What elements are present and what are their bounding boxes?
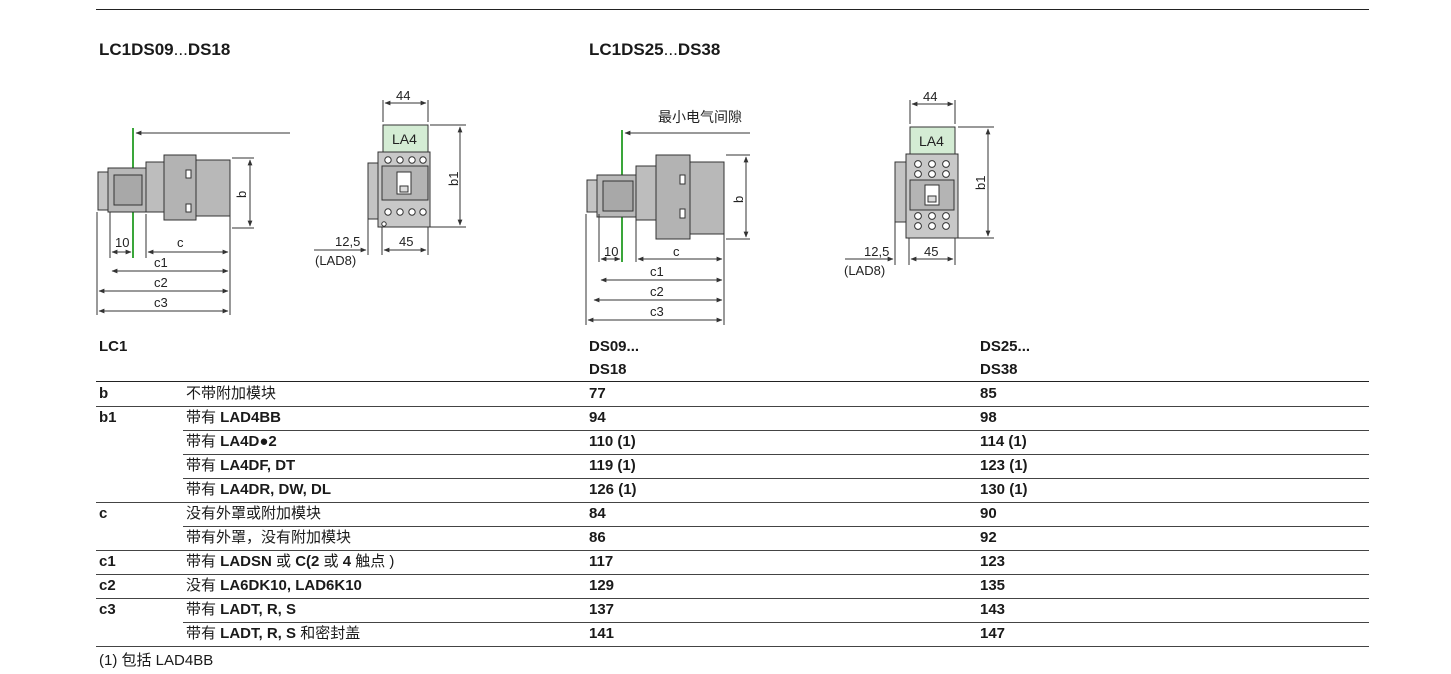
row-description: 带有外罩，没有附加模块 <box>186 529 352 546</box>
row-key: b1 <box>99 409 117 426</box>
dim-c3-label: c3 <box>154 295 168 310</box>
row-value-ds09-ds18: 129 <box>589 577 615 594</box>
row-description: 带有 LADSN 或 C(2 或 4 触点 ) <box>186 553 395 570</box>
row-value-ds09-ds18: 117 <box>589 553 614 570</box>
row-value-ds25-ds38: 85 <box>980 385 997 402</box>
row-value-ds09-ds18: 141 <box>589 625 615 642</box>
row-value-ds09-ds18: 110 (1) <box>589 433 636 450</box>
dim-b1-label: b1 <box>446 172 461 186</box>
row-value-ds09-ds18: 86 <box>589 529 606 546</box>
row-description: 带有 LA4D●2 <box>186 433 277 450</box>
la4-label: LA4 <box>392 131 417 147</box>
dim-c1-label: c1 <box>154 255 168 270</box>
section-title-ds09-ds18: LC1DS09...DS18 <box>99 40 231 59</box>
table-header-model: LC1 <box>99 338 128 355</box>
row-value-ds25-ds38: 123 <box>980 553 1006 570</box>
row-value-ds25-ds38: 90 <box>980 505 997 522</box>
row-key: c2 <box>99 577 116 594</box>
row-key: c1 <box>99 553 116 570</box>
table-header-col1-bottom: DS18 <box>589 361 627 378</box>
row-value-ds09-ds18: 84 <box>589 505 606 522</box>
dim-10-label: 10 <box>115 235 129 250</box>
top-rule <box>96 9 1369 10</box>
row-divider <box>183 478 1369 479</box>
dim-44-label: 44 <box>396 88 410 103</box>
row-value-ds25-ds38: 143 <box>980 601 1006 618</box>
row-description: 带有 LA4DR, DW, DL <box>186 481 332 498</box>
row-divider <box>183 430 1369 431</box>
side-view-ds09 <box>96 128 290 315</box>
front-view-ds09 <box>314 100 466 255</box>
table-header-col1-top: DS09... <box>589 338 640 355</box>
dim-45-label: 45 <box>399 234 413 249</box>
row-description: 带有 LAD4BB <box>186 409 282 426</box>
dim-10-label-2: 10 <box>604 244 618 259</box>
dim-c1-label-2: c1 <box>650 264 664 279</box>
row-value-ds09-ds18: 137 <box>589 601 615 618</box>
row-key: c <box>99 505 108 522</box>
row-value-ds09-ds18: 119 (1) <box>589 457 636 474</box>
dim-b1-label-2: b1 <box>973 176 988 190</box>
front-view-ds25 <box>845 100 994 265</box>
row-divider <box>96 502 1369 503</box>
table-header-col2-top: DS25... <box>980 338 1031 355</box>
row-description: 没有 LA6DK10, LAD6K10 <box>186 577 362 594</box>
lad8-label-2: (LAD8) <box>844 263 885 278</box>
row-value-ds25-ds38: 114 (1) <box>980 433 1027 450</box>
row-description: 不带附加模块 <box>186 385 277 402</box>
row-divider <box>96 646 1369 647</box>
row-key: b <box>99 385 109 402</box>
dim-c2-label-2: c2 <box>650 284 664 299</box>
row-description: 带有 LADT, R, S 和密封盖 <box>186 625 361 642</box>
row-description: 没有外罩或附加模块 <box>186 505 322 522</box>
lad8-label: (LAD8) <box>315 253 356 268</box>
row-divider <box>183 526 1369 527</box>
row-value-ds25-ds38: 123 (1) <box>980 457 1028 474</box>
dim-c3-label-2: c3 <box>650 304 664 319</box>
table-header-rule <box>96 381 1369 382</box>
section-title-ds25-ds38: LC1DS25...DS38 <box>589 40 721 59</box>
row-divider <box>96 574 1369 575</box>
row-description: 带有 LADT, R, S <box>186 601 297 618</box>
dim-c-label: c <box>177 235 184 250</box>
row-key: c3 <box>99 601 116 618</box>
dim-b-label-2: b <box>731 196 746 203</box>
dim-45-label-2: 45 <box>924 244 938 259</box>
row-divider <box>183 454 1369 455</box>
row-value-ds09-ds18: 94 <box>589 409 606 426</box>
row-divider <box>96 406 1369 407</box>
side-view-ds25 <box>585 130 750 325</box>
row-description: 带有 LA4DF, DT <box>186 457 296 474</box>
la4-label-2: LA4 <box>919 133 944 149</box>
row-value-ds25-ds38: 92 <box>980 529 997 546</box>
dim-c2-label: c2 <box>154 275 168 290</box>
dim-44-label-2: 44 <box>923 89 937 104</box>
dim-12-5-label: 12,5 <box>335 234 360 249</box>
table-header-col2-bottom: DS38 <box>980 361 1018 378</box>
row-value-ds09-ds18: 77 <box>589 385 606 402</box>
row-divider <box>96 550 1369 551</box>
dim-12-5-label-2: 12,5 <box>864 244 889 259</box>
dim-b-label: b <box>234 191 249 198</box>
min-clearance-label: 最小电气间隙 <box>658 109 742 125</box>
row-value-ds25-ds38: 135 <box>980 577 1006 594</box>
row-value-ds25-ds38: 98 <box>980 409 997 426</box>
dimension-drawings: 10 c c1 c2 c3 b 44 LA4 45 12,5 (LAD8) b1 <box>96 88 994 325</box>
row-value-ds25-ds38: 147 <box>980 625 1006 642</box>
footnote: (1) 包括 LAD4BB <box>99 652 214 669</box>
row-divider <box>96 598 1369 599</box>
row-value-ds09-ds18: 126 (1) <box>589 481 637 498</box>
dim-c-label-2: c <box>673 244 680 259</box>
row-value-ds25-ds38: 130 (1) <box>980 481 1028 498</box>
row-divider <box>183 622 1369 623</box>
